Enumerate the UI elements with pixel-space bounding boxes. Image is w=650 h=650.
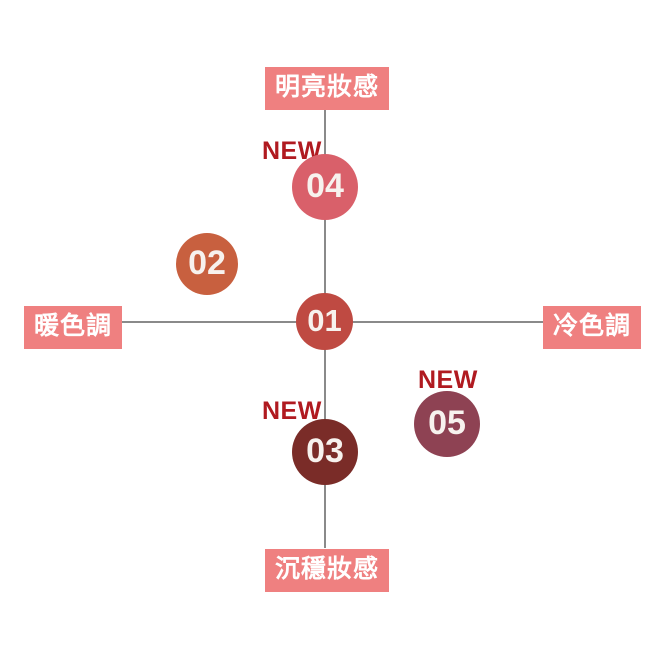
axis-label-left: 暖色調: [24, 306, 123, 349]
shade-node-02[interactable]: 02: [176, 233, 238, 295]
shade-node-05[interactable]: 05: [414, 391, 480, 457]
shade-node-04-label: 04: [306, 167, 344, 205]
new-badge-03: NEW: [262, 397, 322, 425]
shade-node-02-label: 02: [188, 244, 226, 282]
new-badge-05: NEW: [418, 366, 478, 394]
shade-node-03-label: 03: [306, 432, 344, 470]
shade-node-01-label: 01: [307, 303, 342, 338]
shade-node-03[interactable]: 03: [292, 419, 358, 485]
axis-label-right: 冷色調: [543, 306, 642, 349]
axis-label-bottom: 沉穩妝感: [265, 549, 390, 592]
shade-node-05-label: 05: [428, 404, 466, 442]
shade-node-04[interactable]: 04: [292, 154, 358, 220]
shade-node-01[interactable]: 01: [296, 293, 353, 350]
axis-label-top: 明亮妝感: [265, 67, 390, 110]
